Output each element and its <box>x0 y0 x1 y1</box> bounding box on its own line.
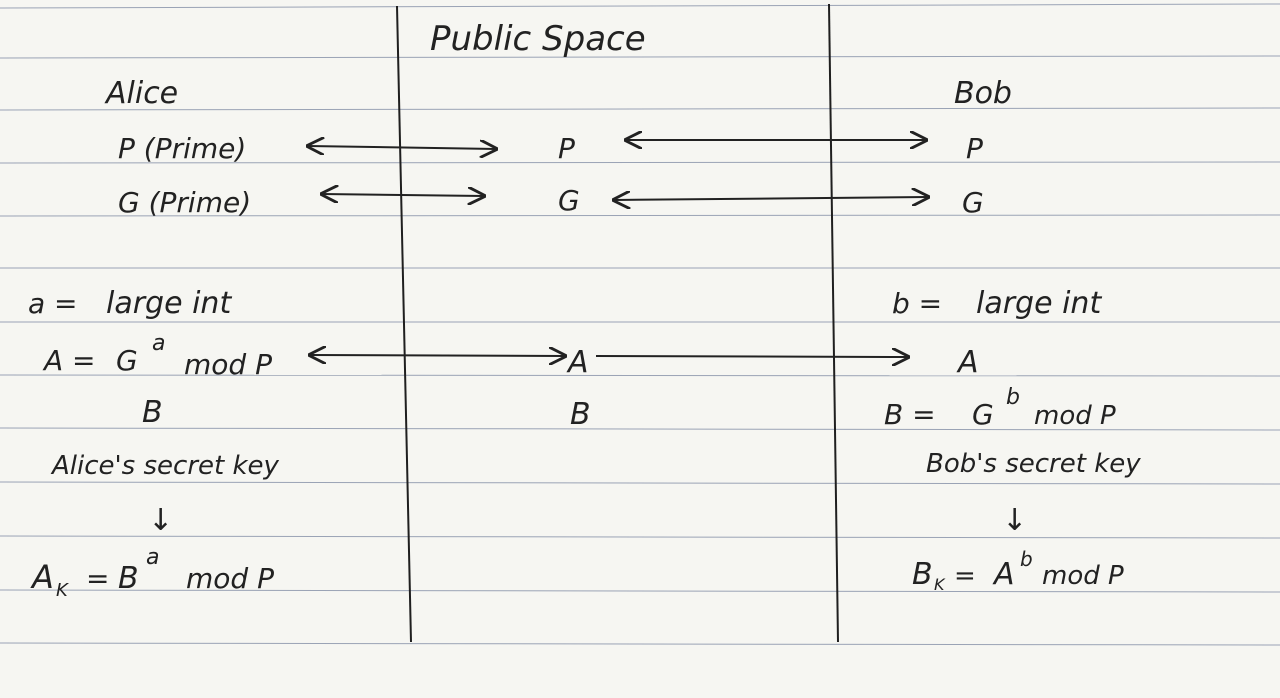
alice-B: B <box>142 395 163 430</box>
bob-key-sub: K <box>934 575 946 594</box>
ruled-line <box>0 481 1280 485</box>
bob-private-val: large int <box>976 286 1102 321</box>
bob-P: P <box>966 132 983 165</box>
alice-key-lhs: A <box>30 558 54 596</box>
ruled-line <box>0 589 1280 593</box>
alice-g-label: G (Prime) <box>118 186 251 219</box>
bob-name: Bob <box>954 76 1012 111</box>
ruled-line <box>0 161 1280 164</box>
arrow-alice-g-public <box>322 194 484 196</box>
bob-B-lhs: B = <box>884 398 936 431</box>
bob-A: A <box>956 345 979 380</box>
bob-B-base: G <box>972 398 994 431</box>
arrow-alice-p-public <box>308 146 496 149</box>
arrow-public-g-bob <box>614 197 928 200</box>
ruled-line <box>0 427 1280 431</box>
ruled-line <box>0 374 1280 377</box>
ruled-line <box>0 55 1280 59</box>
alice-A-lhs: A = <box>42 344 96 377</box>
alice-name: Alice <box>104 76 178 111</box>
alice-A-mod: mod P <box>184 348 272 381</box>
public-space-heading: Public Space <box>430 19 646 59</box>
ruled-line <box>0 3 1280 9</box>
alice-p-label: P (Prime) <box>118 132 246 165</box>
bob-secret-label: Bob's secret key <box>926 449 1141 479</box>
alice-private-val: large int <box>106 286 232 321</box>
arrow-public-A-bob <box>595 356 908 357</box>
public-B: B <box>570 397 591 432</box>
alice-private-var: a = <box>28 287 78 320</box>
ruled-line <box>0 107 1280 111</box>
bob-key-mod: mod P <box>1042 561 1124 591</box>
ruled-lines <box>0 3 1280 646</box>
ruled-line <box>0 214 1280 217</box>
bob-down-arrow: ↓ <box>1002 503 1027 538</box>
public-P: P <box>558 132 575 165</box>
bob-private-var: b = <box>892 287 942 320</box>
alice-key-eq: = <box>86 562 109 595</box>
public-G: G <box>558 184 580 217</box>
public-A: A <box>566 345 589 380</box>
ruled-line <box>0 535 1280 539</box>
alice-A-exp: a <box>152 331 165 356</box>
bob-key-exp: b <box>1020 547 1033 571</box>
alice-key-sub: K <box>56 580 69 601</box>
alice-key-base: B <box>118 561 139 596</box>
alice-key-mod: mod P <box>186 562 274 595</box>
alice-down-arrow: ↓ <box>148 503 173 538</box>
bob-key-lhs: B <box>912 557 933 592</box>
bob-key-eq: = <box>954 561 976 591</box>
right-boundary-line <box>828 3 839 643</box>
bob-G: G <box>962 186 984 219</box>
bob-B-exp: b <box>1006 385 1020 410</box>
arrow-alice-A-public <box>310 355 565 356</box>
bob-B-mod: mod P <box>1034 401 1116 431</box>
left-boundary-line <box>396 5 412 643</box>
bob-key-base: A <box>992 557 1015 592</box>
alice-secret-label: Alice's secret key <box>50 451 280 481</box>
ruled-line <box>0 642 1280 646</box>
alice-A-base: G <box>116 344 138 377</box>
alice-key-exp: a <box>146 545 159 570</box>
